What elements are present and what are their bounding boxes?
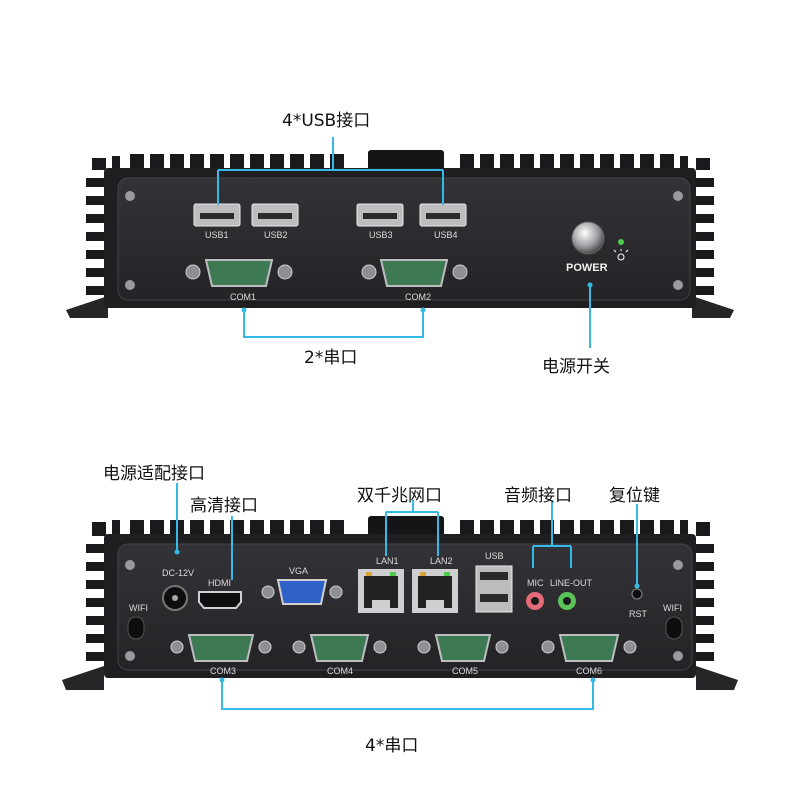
com6-label: COM6 [576,666,603,676]
wifi-right-label: WIFI [663,603,682,613]
dual-lan-callout: 双千兆网口 [357,486,442,506]
audio-callout: 音频接口 [504,486,572,506]
hdmi-callout: 高清接口 [190,496,258,516]
com5-label: COM5 [452,666,479,676]
serial-callout-bottom: 4*串口 [365,736,419,756]
usb2-label: USB2 [264,230,288,240]
usb3-label: USB3 [369,230,393,240]
top-device-chassis [66,137,734,348]
vga-label: VGA [289,566,309,576]
power-label: POWER [566,262,608,274]
com2-label: COM2 [405,292,432,302]
usb4-label: USB4 [434,230,458,240]
dc-label: DC-12V [162,568,195,578]
power-switch-callout: 电源开关 [542,357,610,377]
lan1-label: LAN1 [376,556,399,566]
usb1-label: USB1 [205,230,229,240]
reset-callout: 复位键 [609,486,660,506]
com1-label: COM1 [230,292,257,302]
usb-callout: 4*USB接口 [282,111,371,131]
hdmi-label: HDMI [208,578,231,588]
com3-label: COM3 [210,666,237,676]
usb-label: USB [485,551,504,561]
serial-callout-top: 2*串口 [304,348,358,368]
mic-label: MIC [527,578,544,588]
lan2-label: LAN2 [430,556,453,566]
com4-label: COM4 [327,666,354,676]
wifi-left-label: WIFI [129,603,148,613]
power-adapter-callout: 电源适配接口 [103,464,205,484]
bottom-device-chassis [62,483,738,710]
rst-label: RST [629,609,647,619]
line-out-label: LINE-OUT [550,578,593,588]
